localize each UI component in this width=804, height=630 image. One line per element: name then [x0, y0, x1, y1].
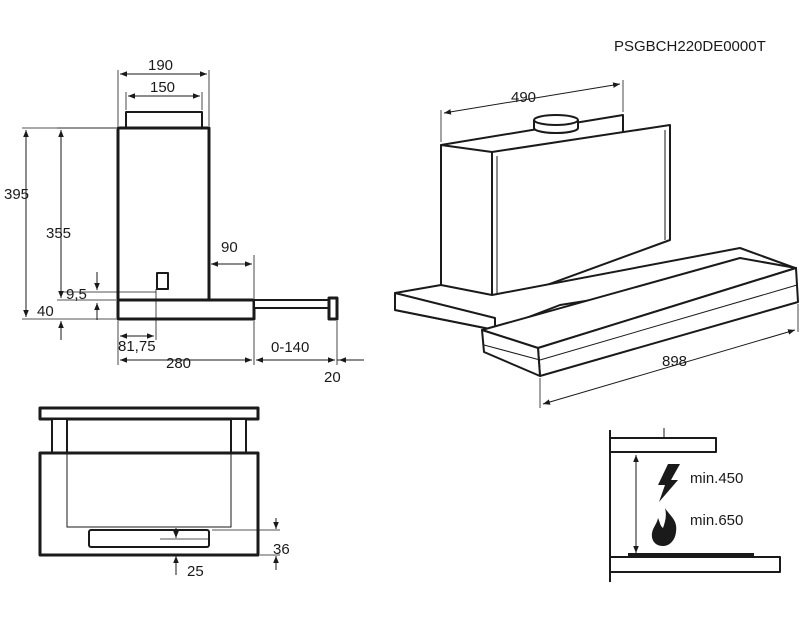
clearance-gas: min.650	[690, 512, 743, 529]
dim-490: 490	[511, 89, 536, 106]
dim-190: 190	[148, 57, 173, 74]
dim-81-75: 81,75	[118, 338, 156, 355]
dim-355: 355	[46, 225, 71, 242]
top-cover	[38, 406, 260, 421]
cooktop-outline	[609, 556, 781, 573]
side-view: 190 150 395 355 90 9,5 40 81,75 280 0-14…	[4, 57, 364, 386]
front-view: 36 25	[38, 406, 290, 580]
visor-front	[327, 296, 339, 321]
dim-0-140: 0-140	[271, 339, 309, 356]
bottom-panel-side	[116, 298, 256, 321]
dim-20: 20	[324, 369, 341, 386]
dim-36: 36	[273, 541, 290, 558]
dim-280: 280	[166, 355, 191, 372]
hood-body-side	[116, 126, 211, 302]
flame-icon	[651, 508, 677, 546]
dim-150: 150	[150, 79, 175, 96]
dim-90: 90	[221, 239, 238, 256]
hood-outline	[609, 437, 717, 453]
control-strip	[88, 529, 210, 548]
dim-9-5: 9,5	[66, 286, 87, 303]
clearance-view: min.450 min.650	[609, 428, 781, 582]
dim-395: 395	[4, 186, 29, 203]
isometric-view: 490 898	[394, 80, 799, 408]
model-code: PSGBCH220DE0000T	[614, 38, 766, 55]
dim-25: 25	[187, 563, 204, 580]
dim-898: 898	[662, 353, 687, 370]
lightning-icon	[658, 464, 680, 502]
dim-40: 40	[37, 303, 54, 320]
control-slot	[156, 272, 169, 290]
clearance-electric: min.450	[690, 470, 743, 487]
telescopic-visor	[253, 299, 333, 309]
duct-collar	[125, 111, 203, 129]
